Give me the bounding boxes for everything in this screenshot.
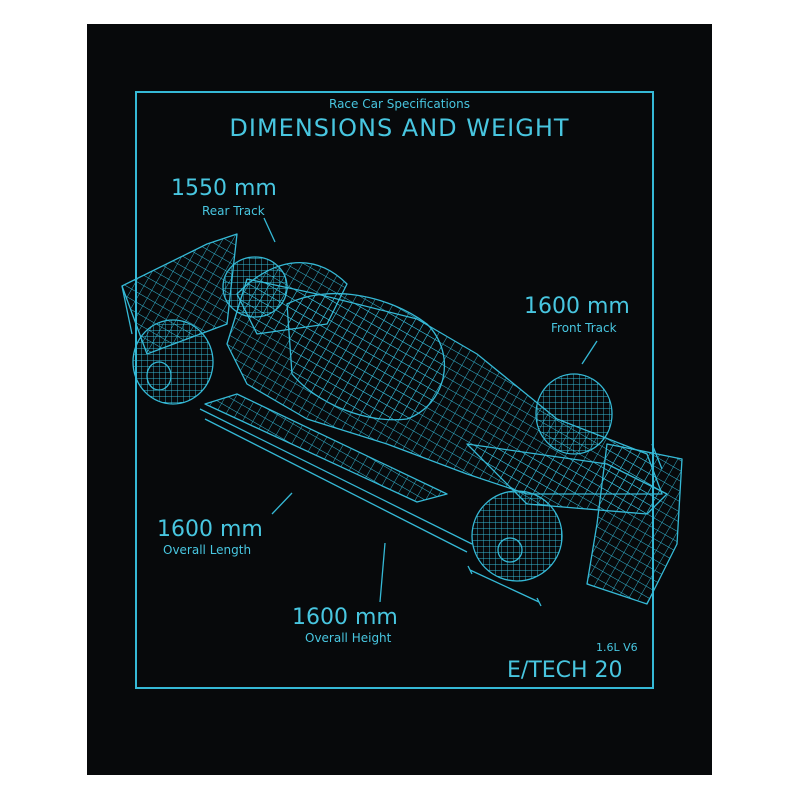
model-name: E/TECH 20 bbox=[507, 658, 623, 683]
overall-length-value: 1600 mm bbox=[157, 517, 263, 542]
rear-track-value: 1550 mm bbox=[171, 176, 277, 201]
front-track-value: 1600 mm bbox=[524, 294, 630, 319]
overall-height-label: Overall Height bbox=[305, 631, 392, 645]
engine-spec: 1.6L V6 bbox=[596, 641, 638, 654]
overall-height-value: 1600 mm bbox=[292, 605, 398, 630]
poster: Race Car Specifications DIMENSIONS AND W… bbox=[87, 24, 712, 775]
blueprint-frame bbox=[135, 91, 654, 689]
overall-length-label: Overall Length bbox=[163, 543, 252, 557]
rear-track-label: Rear Track bbox=[202, 204, 265, 218]
poster-subtitle: Race Car Specifications bbox=[329, 97, 470, 111]
race-car-wireframe bbox=[121, 217, 683, 607]
poster-title: DIMENSIONS AND WEIGHT bbox=[229, 114, 570, 142]
front-track-label: Front Track bbox=[551, 321, 617, 335]
